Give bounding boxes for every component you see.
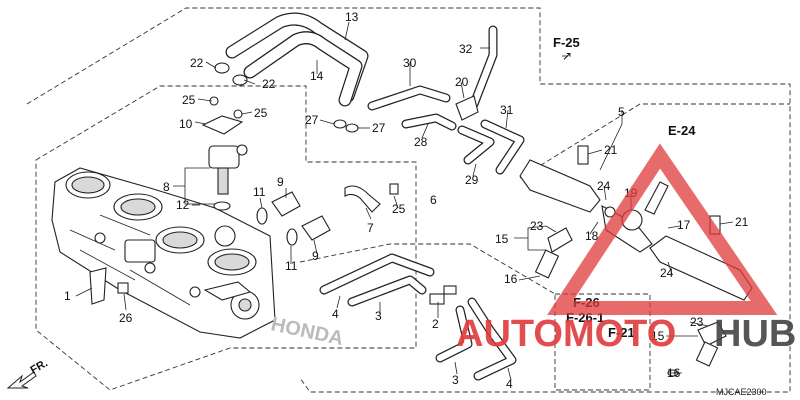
hose-29 bbox=[457, 125, 495, 165]
injector-part bbox=[695, 321, 727, 367]
hose-32 bbox=[469, 25, 498, 109]
part-label-2: 2 bbox=[432, 317, 439, 331]
part-label-32: 32 bbox=[459, 42, 473, 56]
part-label-16: 16 bbox=[504, 272, 518, 286]
sensor-stem bbox=[217, 167, 229, 195]
lower-hose-4b bbox=[467, 297, 517, 381]
tee-joint bbox=[455, 95, 479, 121]
part-label-23: 23 bbox=[530, 219, 544, 233]
part-label-15: 15 bbox=[495, 232, 509, 246]
part-label-17: 17 bbox=[677, 218, 691, 232]
part-labels: 13 14 22 22 25 25 10 8 12 9 11 9 11 27 2… bbox=[64, 10, 749, 391]
part-label-1: 1 bbox=[64, 289, 71, 303]
hose-30 bbox=[367, 85, 451, 111]
injector-part bbox=[534, 227, 573, 279]
clip-part bbox=[232, 74, 248, 86]
lower-hose-3a bbox=[347, 275, 427, 307]
connector-part bbox=[429, 293, 445, 305]
part-label-30: 30 bbox=[403, 56, 417, 70]
part-label-14: 14 bbox=[310, 69, 324, 83]
clip-part bbox=[333, 119, 347, 129]
part-label-27: 27 bbox=[372, 121, 386, 135]
watermark-right: HUB bbox=[714, 313, 796, 355]
front-direction-arrow: FR. bbox=[6, 357, 50, 389]
part-label-10: 10 bbox=[179, 117, 193, 131]
sensor-bracket bbox=[201, 115, 244, 135]
bracket-part bbox=[89, 267, 107, 305]
bolt-part bbox=[117, 282, 129, 294]
part-label-5: 5 bbox=[618, 105, 625, 119]
connector-part bbox=[443, 285, 457, 295]
throttle-body: HONDA bbox=[51, 167, 345, 350]
screw-part bbox=[233, 109, 243, 119]
hose-31 bbox=[480, 119, 525, 175]
lower-hose-3b bbox=[435, 305, 473, 363]
part-label-25: 25 bbox=[182, 93, 196, 107]
o-ring-part bbox=[286, 228, 298, 246]
o-ring-part bbox=[256, 207, 268, 225]
sensor-body bbox=[208, 145, 240, 169]
part-label-21: 21 bbox=[735, 215, 749, 229]
part-label-27: 27 bbox=[305, 113, 319, 127]
part-label-3: 3 bbox=[375, 309, 382, 323]
ref-f21: F-21 bbox=[608, 325, 635, 340]
part-label-9: 9 bbox=[277, 175, 284, 189]
part-label-28: 28 bbox=[414, 135, 428, 149]
part-label-16: 16 bbox=[667, 366, 681, 380]
direction-label: FR. bbox=[29, 357, 50, 376]
part-label-22: 22 bbox=[262, 77, 276, 91]
part-label-23: 23 bbox=[690, 315, 704, 329]
clip-part bbox=[345, 123, 359, 133]
diagram-code: MJCAE2300 bbox=[716, 387, 767, 397]
lower-hose-4a bbox=[319, 253, 435, 295]
part-label-31: 31 bbox=[500, 103, 514, 117]
part-label-4: 4 bbox=[506, 377, 513, 391]
main-assembly-frame bbox=[26, 7, 791, 393]
lower-hose-frame bbox=[299, 243, 556, 295]
throttle-body-frame bbox=[35, 85, 417, 391]
leader-lines bbox=[75, 21, 734, 381]
bracket-7 bbox=[344, 185, 381, 213]
ref-f25: F-25 bbox=[553, 35, 580, 50]
part-label-25: 25 bbox=[392, 202, 406, 216]
part-label-13: 13 bbox=[345, 10, 359, 24]
part-label-4: 4 bbox=[332, 307, 339, 321]
part-label-22: 22 bbox=[190, 56, 204, 70]
o-ring-part bbox=[213, 201, 231, 211]
upper-hose-14 bbox=[243, 31, 363, 107]
part-label-18: 18 bbox=[585, 229, 599, 243]
part-label-21: 21 bbox=[604, 143, 618, 157]
fuel-rail-frame bbox=[519, 103, 790, 179]
part-label-9: 9 bbox=[312, 249, 319, 263]
upper-hose-13 bbox=[225, 12, 369, 103]
part-label-7: 7 bbox=[367, 221, 374, 235]
ref-f25-arrow: ↗ bbox=[562, 49, 572, 63]
watermark-triangle bbox=[547, 143, 778, 315]
part-label-11: 11 bbox=[285, 259, 298, 273]
ref-e24: E-24 bbox=[668, 123, 696, 138]
bolt-part bbox=[577, 145, 589, 165]
part-label-24: 24 bbox=[660, 266, 674, 280]
part-label-3: 3 bbox=[452, 373, 459, 387]
part-label-12: 12 bbox=[176, 198, 190, 212]
part-label-24: 24 bbox=[597, 179, 611, 193]
part-label-15: 15 bbox=[651, 329, 665, 343]
watermark-left: AUTOMOTO bbox=[456, 313, 676, 355]
joint-part bbox=[271, 191, 301, 217]
part-label-8: 8 bbox=[163, 180, 170, 194]
part-label-29: 29 bbox=[465, 173, 479, 187]
sensor-connector bbox=[236, 144, 248, 156]
joint-part bbox=[301, 215, 331, 241]
part-label-20: 20 bbox=[455, 75, 469, 89]
bolt-part bbox=[389, 183, 399, 195]
part-label-25: 25 bbox=[254, 106, 268, 120]
part-label-26: 26 bbox=[119, 311, 133, 325]
clip-part bbox=[214, 62, 230, 74]
hose-28 bbox=[401, 113, 457, 131]
part-label-11: 11 bbox=[253, 185, 266, 199]
part-label-6: 6 bbox=[430, 193, 437, 207]
